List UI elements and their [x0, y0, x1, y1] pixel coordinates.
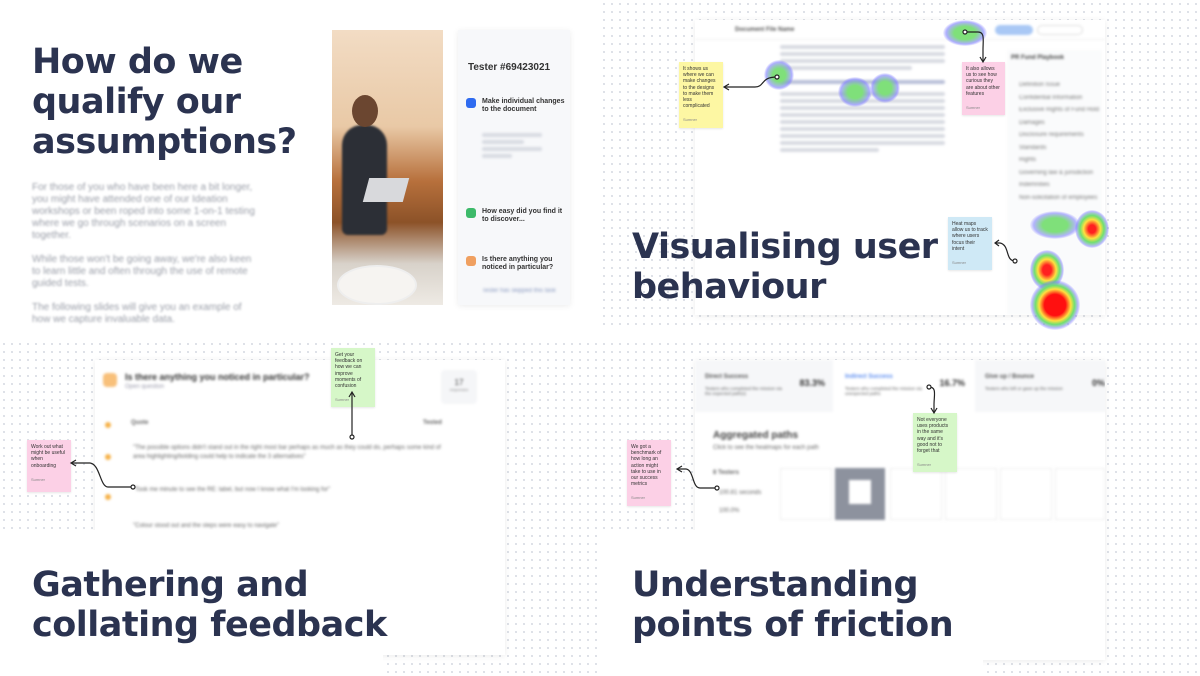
sidebar-item[interactable]: Governing law & jurisdiction — [1019, 169, 1094, 176]
stat-desc: Testers who completed the mission via th… — [705, 386, 783, 396]
heatmap-spot — [764, 60, 794, 90]
intro-text: For those of you who have been here a bi… — [32, 182, 262, 338]
sidebar-title: PR Fund Playbook — [1011, 55, 1065, 61]
avg-duration: 100.81 seconds — [719, 490, 762, 496]
title-line: points of friction — [632, 605, 954, 645]
title-line: qualify our — [32, 82, 241, 122]
sidebar-item[interactable]: Exclusive Rights of Fund Holder — [1019, 107, 1099, 113]
response-count: 17 — [454, 378, 464, 387]
sidebar-item[interactable]: Standards — [1019, 144, 1047, 151]
task-item[interactable]: Is there anything you noticed in particu… — [482, 256, 554, 271]
sidebar-item[interactable]: Confidential Information — [1019, 94, 1083, 101]
heatmap-spot — [870, 73, 900, 103]
heatmap-spot — [1030, 280, 1080, 330]
task-icon — [466, 208, 476, 218]
tester-panel-screenshot: Tester #69423021 Make individual changes… — [458, 30, 570, 305]
sticky-note: It also allows us to see how curious the… — [962, 62, 1005, 116]
sticky-note: Heat maps allow us to track where users … — [948, 217, 992, 271]
doc-name: Document File Name — [735, 27, 795, 33]
stat-value: 83.3% — [799, 378, 825, 388]
heatmap-spot — [1075, 210, 1109, 248]
task-item[interactable]: How easy did you find it to discover... — [482, 208, 563, 223]
heatmap-spot — [943, 20, 987, 46]
title-line: behaviour — [632, 267, 826, 307]
aggregated-title: Aggregated paths — [713, 430, 799, 441]
section-title-friction: Understanding points of friction — [632, 565, 954, 645]
task-footer: Tester has skipped this task — [482, 288, 556, 294]
photo-man-with-laptop — [332, 30, 443, 305]
task-item[interactable]: Make individual changes to the document — [482, 98, 565, 113]
task-icon — [466, 98, 476, 108]
title-line: assumptions? — [32, 122, 297, 162]
heatmap-spot — [1030, 211, 1080, 239]
task-icon — [466, 256, 476, 266]
aggregated-subtitle: Click to see the heatmaps for each path — [713, 445, 819, 451]
quote: "The possible options didn't stand out i… — [133, 445, 441, 460]
paragraph: While those won't be going away, we're a… — [32, 254, 252, 289]
stat-desc: Testers who left or gave up the mission — [985, 386, 1063, 391]
stat-value: 16.7% — [939, 378, 965, 388]
sidebar-item[interactable]: Damages — [1019, 119, 1045, 126]
paragraph: For those of you who have been here a bi… — [32, 182, 255, 241]
section-title-gathering: Gathering and collating feedback — [32, 565, 387, 645]
response-count-label: responses — [449, 387, 469, 392]
sticky-note: We got a benchmark of how long an action… — [627, 440, 671, 506]
question-icon — [103, 373, 117, 387]
success-rate: 100.0% — [719, 508, 740, 514]
sidebar-item[interactable]: Definition Issue — [1019, 82, 1061, 88]
stat-label: Give up / Bounce — [985, 374, 1035, 380]
title-line: Gathering and — [32, 565, 309, 605]
section-title-visualising: Visualising user behaviour — [632, 227, 938, 307]
sidebar-item[interactable]: Non-solicitation of employees — [1019, 194, 1098, 201]
column-header: Tested — [423, 420, 442, 426]
section-title-qualify: How do we qualify our assumptions? — [32, 42, 297, 162]
quote: "Colour stood out and the steps were eas… — [133, 523, 280, 529]
sticky-note: It shows us where we can make changes to… — [679, 62, 723, 128]
title-line: Understanding — [632, 565, 919, 605]
sticky-note: Work out what might be useful when onboa… — [27, 440, 71, 492]
column-header: Quote — [131, 420, 149, 426]
sticky-note: Not everyone uses products in the same w… — [913, 413, 957, 473]
heatmap-spot — [838, 77, 872, 107]
tester-title: Tester #69423021 — [468, 62, 551, 73]
question-title: Is there anything you noticed in particu… — [125, 372, 310, 382]
question-type: Open question — [125, 384, 165, 390]
sidebar-item[interactable]: Disclosure requirements — [1019, 132, 1084, 138]
sidebar-item[interactable]: Rights — [1019, 157, 1037, 163]
sidebar-item[interactable]: Indemnities — [1019, 182, 1050, 188]
stat-label: Indirect Success — [845, 374, 893, 380]
title-line: collating feedback — [32, 605, 387, 645]
quote: "Took me minute to see the RE: label, bu… — [133, 487, 331, 493]
title-line: How do we — [32, 42, 243, 82]
stat-label: Direct Success — [705, 374, 749, 380]
stat-desc: Testers who completed the mission via un… — [845, 386, 923, 396]
testers-count: 8 Testers — [713, 470, 739, 476]
paragraph: The following slides will give you an ex… — [32, 302, 242, 325]
stat-value: 0% — [1091, 378, 1105, 388]
sticky-note: Get your feedback on how we can improve … — [331, 348, 375, 408]
title-line: Visualising user — [632, 227, 938, 267]
